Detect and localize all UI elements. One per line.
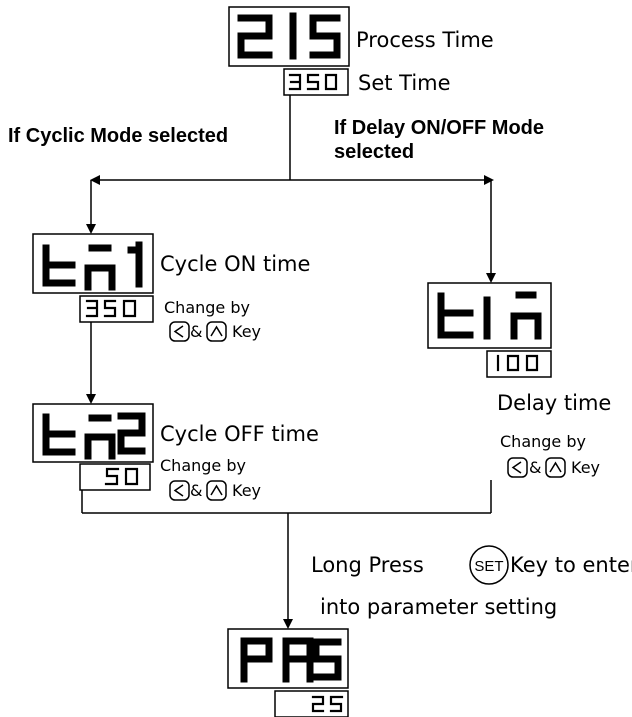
tn2-display-box [32,403,154,463]
tn1-change-by-label: Change by [164,298,250,317]
tn1-display-box [32,233,154,294]
delay-amp: & [529,458,542,477]
tn1-amp: & [190,322,203,341]
cyclic-mode-heading: If Cyclic Mode selected [8,125,229,147]
main-display-box [228,6,350,67]
pas-sub-box [274,690,349,717]
t1n-display-box [427,282,552,349]
tn2-key-label: Key [232,481,262,500]
set-time-label: Set Time [358,71,451,95]
t1n-sub-box [486,350,552,378]
delay-change-by-label: Change by [500,432,586,451]
set-key-icon: SET [469,545,509,585]
process-time-label: Process Time [356,28,494,52]
tn2-change-by-label: Change by [160,456,246,475]
key-to-enter-label: Key to enter [510,553,632,577]
delay-key-label: Key [571,458,601,477]
tn1-up-key-icon [206,321,227,342]
delay-time-label: Delay time [497,391,612,415]
long-press-label: Long Press [311,553,424,577]
pas-display-box [227,628,349,689]
delay-left-key-icon [507,457,528,478]
tn1-sub-box [79,295,154,323]
delay-mode-heading-line2: selected [334,141,415,163]
segment-digits [42,12,542,713]
into-parameter-setting-label: into parameter setting [320,595,558,619]
tn2-amp: & [190,481,203,500]
delay-mode-heading-line1: If Delay ON/OFF Mode [334,117,545,139]
tn2-left-key-icon [169,480,190,501]
set-display-box [283,68,349,96]
cycle-off-time-label: Cycle OFF time [160,422,319,446]
delay-up-key-icon [545,457,566,478]
tn2-sub-box [79,463,151,491]
set-key-label: SET [474,558,503,575]
tn1-key-label: Key [232,322,262,341]
tn1-left-key-icon [169,321,190,342]
cycle-on-time-label: Cycle ON time [160,252,311,276]
tn2-up-key-icon [206,480,227,501]
